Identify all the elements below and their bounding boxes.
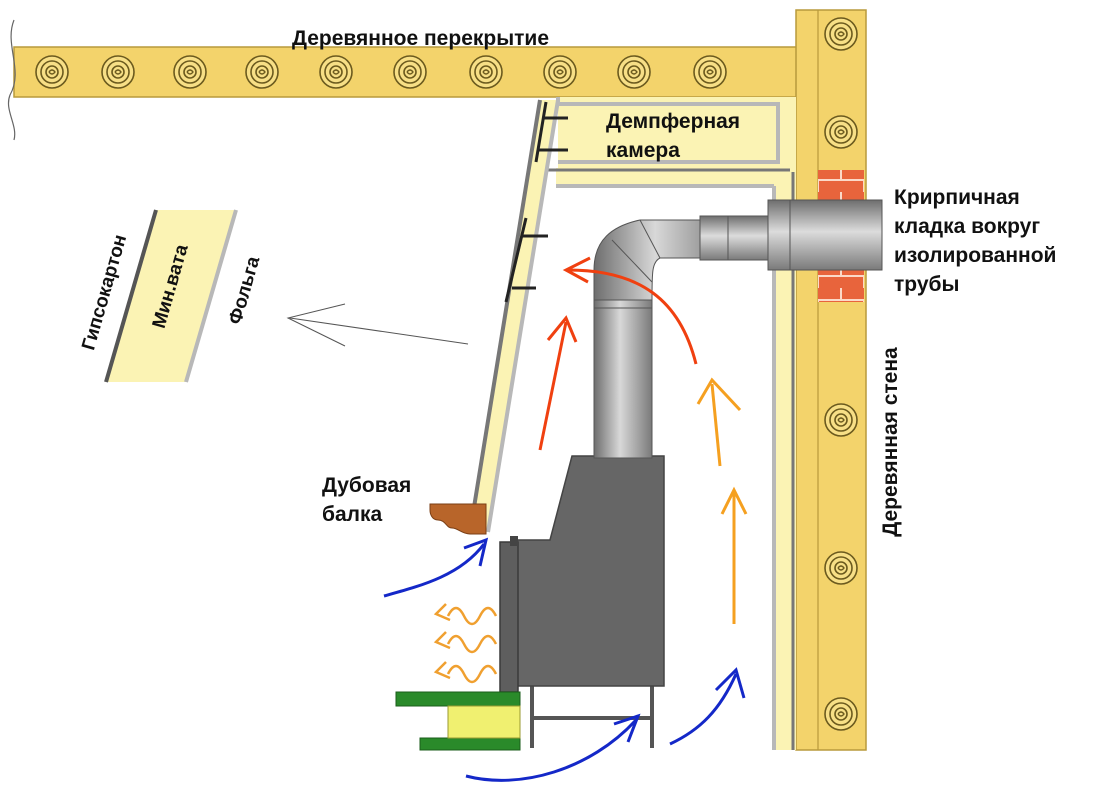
- firewood-stand: [395, 691, 521, 751]
- wood-log-ring-icon: [824, 17, 858, 51]
- stove-door: [499, 541, 519, 693]
- label-brick-line2: кладка вокруг: [894, 215, 1040, 238]
- label-oak-beam-line2: балка: [322, 503, 383, 526]
- layer-legend: Гипсокартон Мин.вата Фольга: [78, 209, 265, 383]
- vent-grille-top: [534, 101, 568, 163]
- wood-log-ring-icon: [543, 55, 577, 89]
- heat-wave-arrowhead: [433, 603, 451, 622]
- wood-log-ring-icon: [824, 403, 858, 437]
- warm-air-flow: [696, 377, 748, 624]
- wood-log-ring-icon: [693, 55, 727, 89]
- heat-wave-arrowhead: [433, 631, 451, 650]
- label-brick-line1: Крирпичная: [894, 186, 1020, 209]
- label-brick-line4: трубы: [894, 273, 959, 296]
- wood-log-ring-icon: [617, 55, 651, 89]
- label-damper-line1: Демпферная: [606, 110, 740, 133]
- vent-grille-middle: [504, 217, 548, 303]
- wood-log-ring-icon: [469, 55, 503, 89]
- pipe-through-wall: [767, 199, 883, 271]
- wood-log-ring-icon: [101, 55, 135, 89]
- label-wooden-ceiling: Деревянное перекрытие: [292, 27, 549, 50]
- heat-wave-arrowhead: [433, 661, 451, 680]
- wood-log-ring-icon: [393, 55, 427, 89]
- wood-log-ring-icon: [824, 551, 858, 585]
- wall-insulation: [772, 100, 796, 750]
- label-wooden-wall: Деревянная стена: [879, 347, 902, 537]
- hot-air-flow: [538, 256, 698, 451]
- fireplace-stove: [499, 455, 665, 748]
- heat-wave-icon: [446, 606, 498, 626]
- label-foil: Фольга: [225, 254, 264, 327]
- wood-log-ring-icon: [319, 55, 353, 89]
- wood-log-ring-icon: [824, 697, 858, 731]
- wood-log-ring-icon: [173, 55, 207, 89]
- stove-stand: [530, 680, 654, 748]
- radiant-heat-waves: [433, 603, 498, 684]
- cold-air-flow: [383, 537, 746, 782]
- wooden-wall: [795, 9, 867, 751]
- label-oak-beam-line1: Дубовая: [322, 474, 411, 497]
- leader-arrowhead: [286, 303, 346, 347]
- ceiling-log-rings: [35, 55, 727, 89]
- label-damper-line2: камера: [606, 139, 680, 162]
- damper-chamber: [540, 97, 796, 188]
- oak-beam: [429, 503, 487, 535]
- wood-log-ring-icon: [35, 55, 69, 89]
- wood-log-ring-icon: [824, 115, 858, 149]
- wall-log-rings: [824, 17, 858, 731]
- heat-wave-icon: [446, 664, 498, 684]
- label-brick-line3: изолированной: [894, 244, 1056, 267]
- leader-line: [289, 317, 469, 345]
- wooden-ceiling: [8, 19, 823, 141]
- wood-log-ring-icon: [245, 55, 279, 89]
- slanted-false-wall: [286, 99, 568, 533]
- heat-wave-icon: [446, 634, 498, 654]
